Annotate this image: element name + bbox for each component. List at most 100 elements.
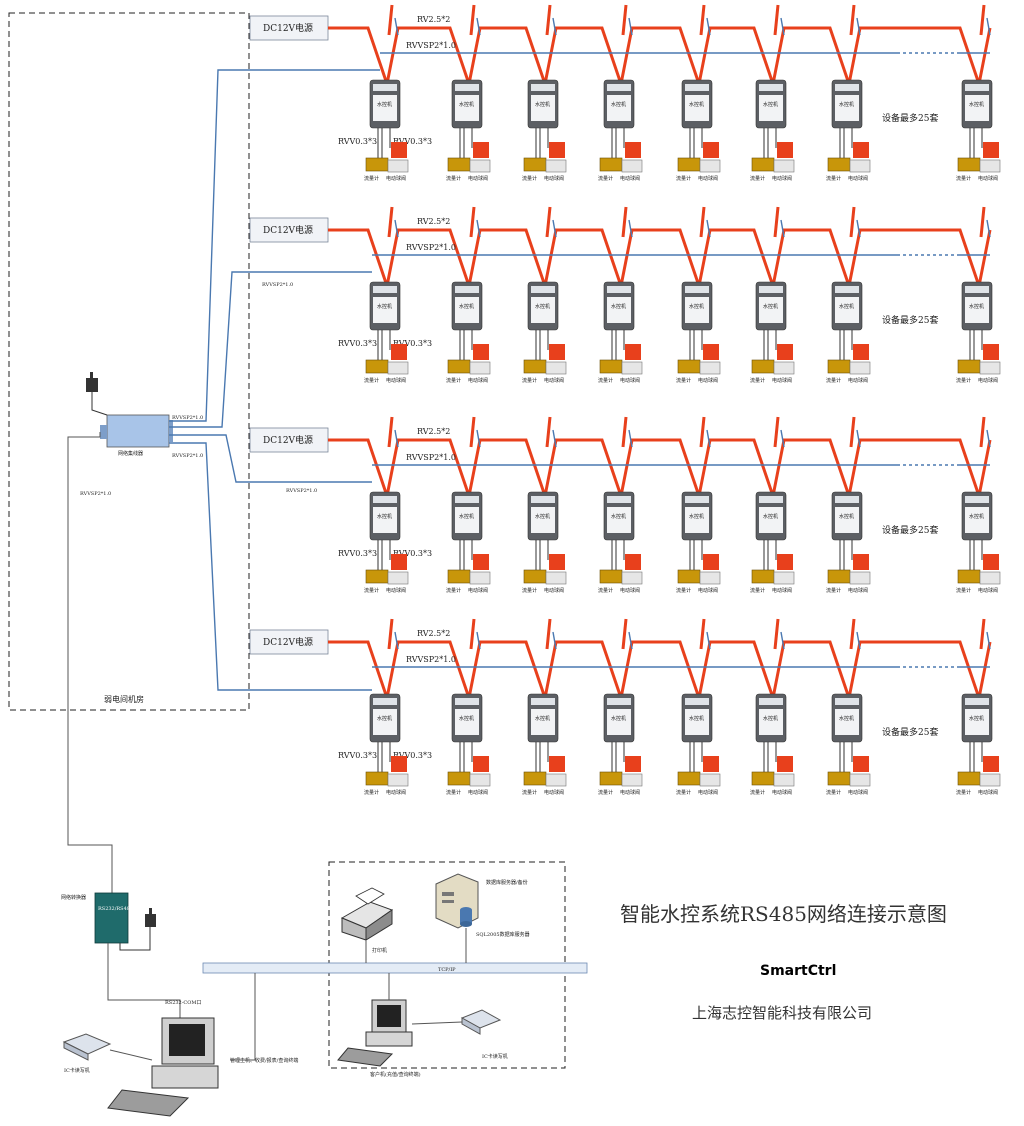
flowmeter-label: 流量计 xyxy=(750,175,765,182)
controller-label: 水控机 xyxy=(839,101,854,108)
water-control-unit: 水控机流量计电动球阀 xyxy=(956,205,1002,384)
valve-label: 电动球阀 xyxy=(978,587,998,594)
water-control-unit: 水控机流量计电动球阀 xyxy=(956,3,1002,182)
valve-label: 电动球阀 xyxy=(772,377,792,384)
water-control-unit: 水控机流量计电动球阀 xyxy=(446,205,492,384)
dc12v-power-supply xyxy=(249,629,329,655)
printer-label: 打印机 xyxy=(372,947,387,954)
branch-cable-label-left: RVV0.3*3 xyxy=(338,137,377,146)
rs485-converter: RS232/RS485转换器 网络转换器 xyxy=(61,892,148,944)
brand-logo: SmartCtrl xyxy=(760,963,836,979)
controller-label: 水控机 xyxy=(377,303,392,310)
flowmeter-label: 流量计 xyxy=(364,377,379,384)
client-pc-icon xyxy=(337,999,413,1067)
db-label: SQL2005数据库服务器 xyxy=(476,931,530,938)
water-control-unit: 水控机流量计电动球阀 xyxy=(826,617,872,796)
flowmeter-label: 流量计 xyxy=(956,175,971,182)
water-control-unit: 水控机流量计电动球阀 xyxy=(446,617,492,796)
main-line-down xyxy=(67,436,113,893)
power-cable-label: RV2.5*2 xyxy=(417,629,450,638)
power-supply-label: DC12V电源 xyxy=(263,224,313,236)
database-server-icon xyxy=(435,873,479,929)
max-devices-label: 设备最多25套 xyxy=(882,314,938,326)
controller-label: 水控机 xyxy=(377,101,392,108)
controller-label: 水控机 xyxy=(689,513,704,520)
valve-label: 电动球阀 xyxy=(386,587,406,594)
branch-cable-label-left: RVV0.3*3 xyxy=(338,751,377,760)
reader-label-right: IC卡读写机 xyxy=(482,1053,508,1060)
controller-label: 水控机 xyxy=(459,715,474,722)
valve-label: 电动球阀 xyxy=(620,587,640,594)
network-label: TCP/IP xyxy=(438,967,456,973)
valve-label: 电动球阀 xyxy=(772,175,792,182)
flowmeter-label: 流量计 xyxy=(676,175,691,182)
company-name: 上海志控智能科技有限公司 xyxy=(692,1004,872,1022)
valve-label: 电动球阀 xyxy=(386,377,406,384)
controller-label: 水控机 xyxy=(611,303,626,310)
valve-label: 电动球阀 xyxy=(698,175,718,182)
controller-label: 水控机 xyxy=(839,513,854,520)
flowmeter-label: 流量计 xyxy=(364,789,379,796)
valve-label: 电动球阀 xyxy=(772,789,792,796)
power-cable xyxy=(328,438,992,502)
water-control-unit: 水控机流量计电动球阀 xyxy=(676,617,722,796)
bus-label-row2: RVVSP2*1.0 xyxy=(262,282,293,288)
dc12v-power-supply xyxy=(249,427,329,453)
branch-cable-label-right: RVV0.3*3 xyxy=(393,751,432,760)
controller-label: 水控机 xyxy=(763,715,778,722)
valve-label: 电动球阀 xyxy=(468,789,488,796)
controller-label: 水控机 xyxy=(969,101,984,108)
flowmeter-label: 流量计 xyxy=(598,377,613,384)
reader-label-left: IC卡读写机 xyxy=(64,1067,90,1074)
controller-label: 水控机 xyxy=(839,715,854,722)
tcpip-network-bar xyxy=(202,962,588,974)
water-control-unit: 水控机流量计电动球阀 xyxy=(446,3,492,182)
water-control-unit: 水控机流量计电动球阀 xyxy=(446,415,492,594)
flowmeter-label: 流量计 xyxy=(826,587,841,594)
valve-label: 电动球阀 xyxy=(544,587,564,594)
water-control-unit: 水控机流量计电动球阀 xyxy=(676,3,722,182)
valve-label: 电动球阀 xyxy=(978,377,998,384)
valve-label: 电动球阀 xyxy=(978,789,998,796)
flowmeter-label: 流量计 xyxy=(522,587,537,594)
flowmeter-label: 流量计 xyxy=(598,175,613,182)
power-cable xyxy=(328,26,992,90)
flowmeter-label: 流量计 xyxy=(364,175,379,182)
main-bus-line xyxy=(76,432,101,438)
branch-cable-label-right: RVV0.3*3 xyxy=(393,549,432,558)
controller-label: 水控机 xyxy=(763,101,778,108)
max-devices-label: 设备最多25套 xyxy=(882,726,938,738)
dc12v-power-supply xyxy=(249,217,329,243)
max-devices-label: 设备最多25套 xyxy=(882,524,938,536)
power-cable-label: RV2.5*2 xyxy=(417,15,450,24)
pc-port-label: RS232-COM口 xyxy=(165,1000,201,1006)
controller-label: 水控机 xyxy=(535,101,550,108)
controller-label: 水控机 xyxy=(763,303,778,310)
water-control-unit: 水控机流量计电动球阀 xyxy=(676,205,722,384)
power-supply-label: DC12V电源 xyxy=(263,22,313,34)
flowmeter-label: 流量计 xyxy=(676,587,691,594)
water-control-unit: 水控机流量计电动球阀 xyxy=(364,415,410,594)
water-control-unit: 水控机流量计电动球阀 xyxy=(750,617,796,796)
flowmeter-label: 流量计 xyxy=(676,789,691,796)
flowmeter-label: 流量计 xyxy=(522,789,537,796)
controller-label: 水控机 xyxy=(689,101,704,108)
diagram-title: 智能水控系统RS485网络连接示意图 xyxy=(620,902,947,926)
bus-label-hub-1: RVVSP2*1.0 xyxy=(172,415,203,421)
water-control-unit: 水控机流量计电动球阀 xyxy=(750,205,796,384)
bus-label-hub-2: RVVSP2*1.0 xyxy=(172,453,203,459)
machine-room-label: 弱电间机房 xyxy=(104,694,144,704)
water-control-unit: 水控机流量计电动球阀 xyxy=(956,415,1002,594)
controller-label: 水控机 xyxy=(377,513,392,520)
valve-label: 电动球阀 xyxy=(386,175,406,182)
converter-power-adapter-icon xyxy=(119,908,156,951)
controller-label: 水控机 xyxy=(535,715,550,722)
max-devices-label: 设备最多25套 xyxy=(882,112,938,124)
valve-label: 电动球阀 xyxy=(848,789,868,796)
flowmeter-label: 流量计 xyxy=(956,377,971,384)
valve-label: 电动球阀 xyxy=(620,377,640,384)
valve-label: 电动球阀 xyxy=(544,175,564,182)
valve-label: 电动球阀 xyxy=(848,377,868,384)
